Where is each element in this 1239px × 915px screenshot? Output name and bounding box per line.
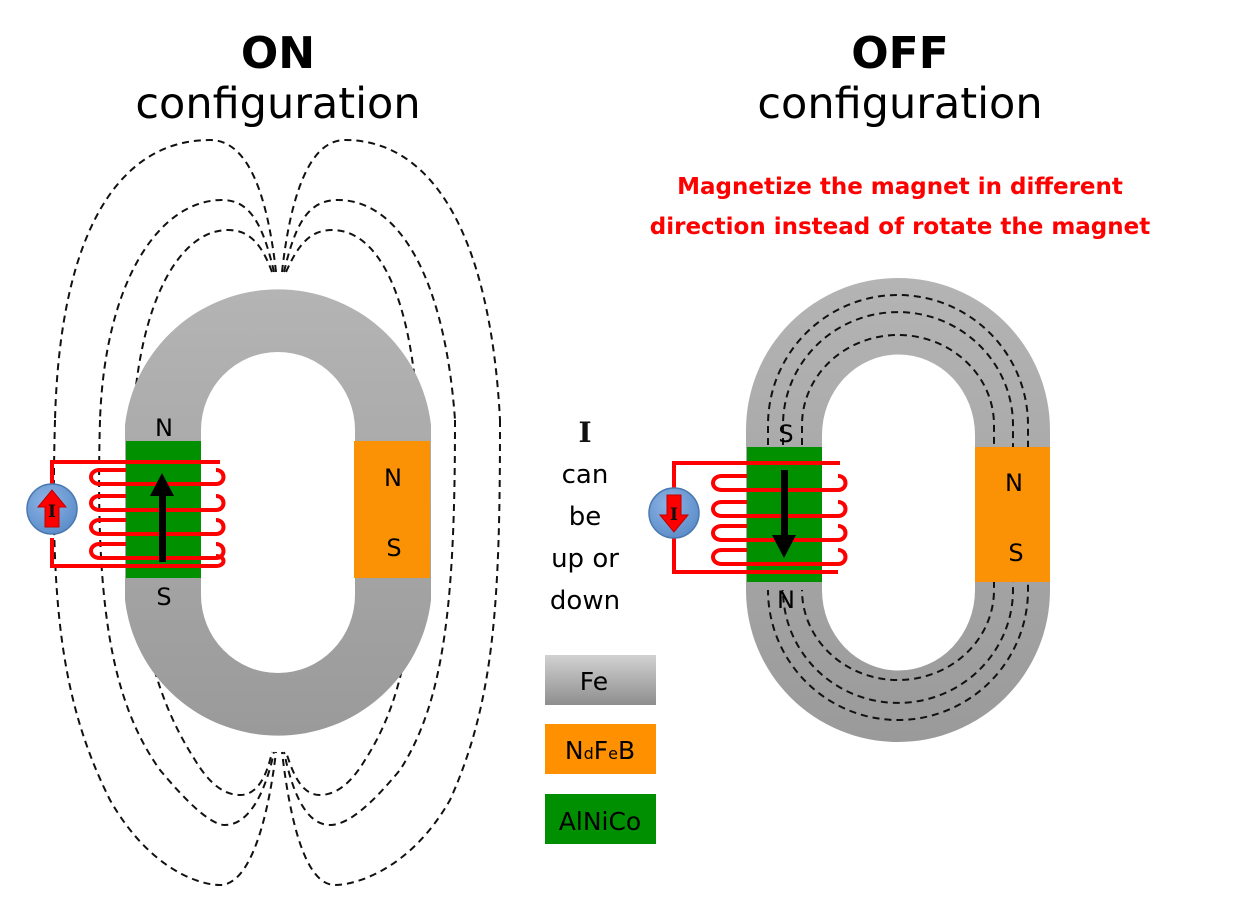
coil-loop <box>711 524 848 542</box>
coil-wire <box>672 461 840 490</box>
off-note-line2: direction instead of rotate the magnet <box>650 214 1151 240</box>
legend-item-alnico: AlNiCo <box>545 794 656 844</box>
field-line <box>52 419 277 887</box>
middle-note-line: down <box>550 586 620 616</box>
on-magnetization-arrow-up-icon <box>150 473 174 562</box>
off-magnetization-arrow-down-icon <box>772 470 796 558</box>
field-line <box>99 198 275 421</box>
legend-swatch-alnico <box>545 794 656 844</box>
coil-loop <box>89 518 226 536</box>
off-field-lines <box>767 294 1029 721</box>
middle-note: I can be up or down <box>550 416 620 616</box>
on-alnico-top-pole: N <box>155 414 173 442</box>
field-line <box>285 228 419 421</box>
field-line <box>98 419 275 827</box>
coil-wire <box>50 460 220 490</box>
on-ndfeb-block <box>354 441 430 578</box>
on-panel: I N S N S ON configuration <box>26 28 501 887</box>
coil-wire <box>50 538 126 568</box>
on-title: ON <box>241 28 315 79</box>
off-coil-circuit <box>672 461 848 574</box>
on-fe-yoke <box>125 289 431 736</box>
coil-loop <box>89 542 226 560</box>
field-line <box>767 294 1029 721</box>
current-source-label: I <box>670 505 678 525</box>
off-ndfeb-bottom-pole: S <box>1008 539 1023 567</box>
legend-swatch-fe <box>545 655 656 705</box>
on-current-source[interactable]: I <box>26 483 78 535</box>
field-line <box>281 419 501 887</box>
field-line <box>283 198 456 421</box>
field-line <box>132 228 273 421</box>
middle-note-line: up or <box>551 544 619 574</box>
coil-wire <box>126 554 226 568</box>
on-alnico-bottom-pole: S <box>156 583 171 611</box>
middle-note-line: can <box>562 460 609 490</box>
coil-loop <box>89 494 226 512</box>
off-ndfeb-top-pole: N <box>1005 469 1023 497</box>
coil-loop <box>711 474 848 492</box>
coil-loop <box>711 500 848 518</box>
middle-note-symbol: I <box>578 416 591 449</box>
current-arrow-up-icon <box>36 489 68 528</box>
coil-loop <box>89 468 226 486</box>
middle-note-line: be <box>569 502 602 532</box>
current-arrow-down-icon <box>658 494 690 533</box>
off-subtitle: configuration <box>757 79 1042 129</box>
legend: Fe NdFeB AlNiCo <box>545 655 656 844</box>
coil-wire <box>672 538 747 574</box>
on-ndfeb-bottom-pole: S <box>386 534 401 562</box>
field-line <box>801 334 995 681</box>
off-ndfeb-block <box>975 447 1050 582</box>
off-alnico-top-pole: S <box>778 420 793 448</box>
coil-loop <box>711 548 848 566</box>
field-line <box>281 138 501 421</box>
on-subtitle: configuration <box>135 79 420 129</box>
on-ndfeb-top-pole: N <box>384 464 402 492</box>
legend-label-alnico: AlNiCo <box>559 807 641 836</box>
off-fe-yoke <box>746 278 1050 742</box>
on-coil-circuit <box>50 460 226 568</box>
off-panel: I S N N S OFF configuration Magnetize th… <box>648 28 1151 742</box>
field-line <box>54 138 277 421</box>
legend-item-fe: Fe <box>545 655 656 705</box>
legend-label-fe: Fe <box>580 667 608 696</box>
off-current-source[interactable]: I <box>648 487 700 539</box>
off-title: OFF <box>851 28 949 79</box>
off-note-line1: Magnetize the magnet in different <box>677 174 1123 200</box>
on-field-lines <box>52 138 501 887</box>
field-line <box>782 311 1014 704</box>
legend-swatch-ndfeb <box>545 724 656 774</box>
field-line <box>283 419 456 827</box>
off-alnico-bottom-pole: N <box>777 586 795 614</box>
legend-item-ndfeb: NdFeB <box>545 724 656 774</box>
current-source-label: I <box>48 502 56 522</box>
legend-label-ndfeb: NdFeB <box>565 736 635 765</box>
